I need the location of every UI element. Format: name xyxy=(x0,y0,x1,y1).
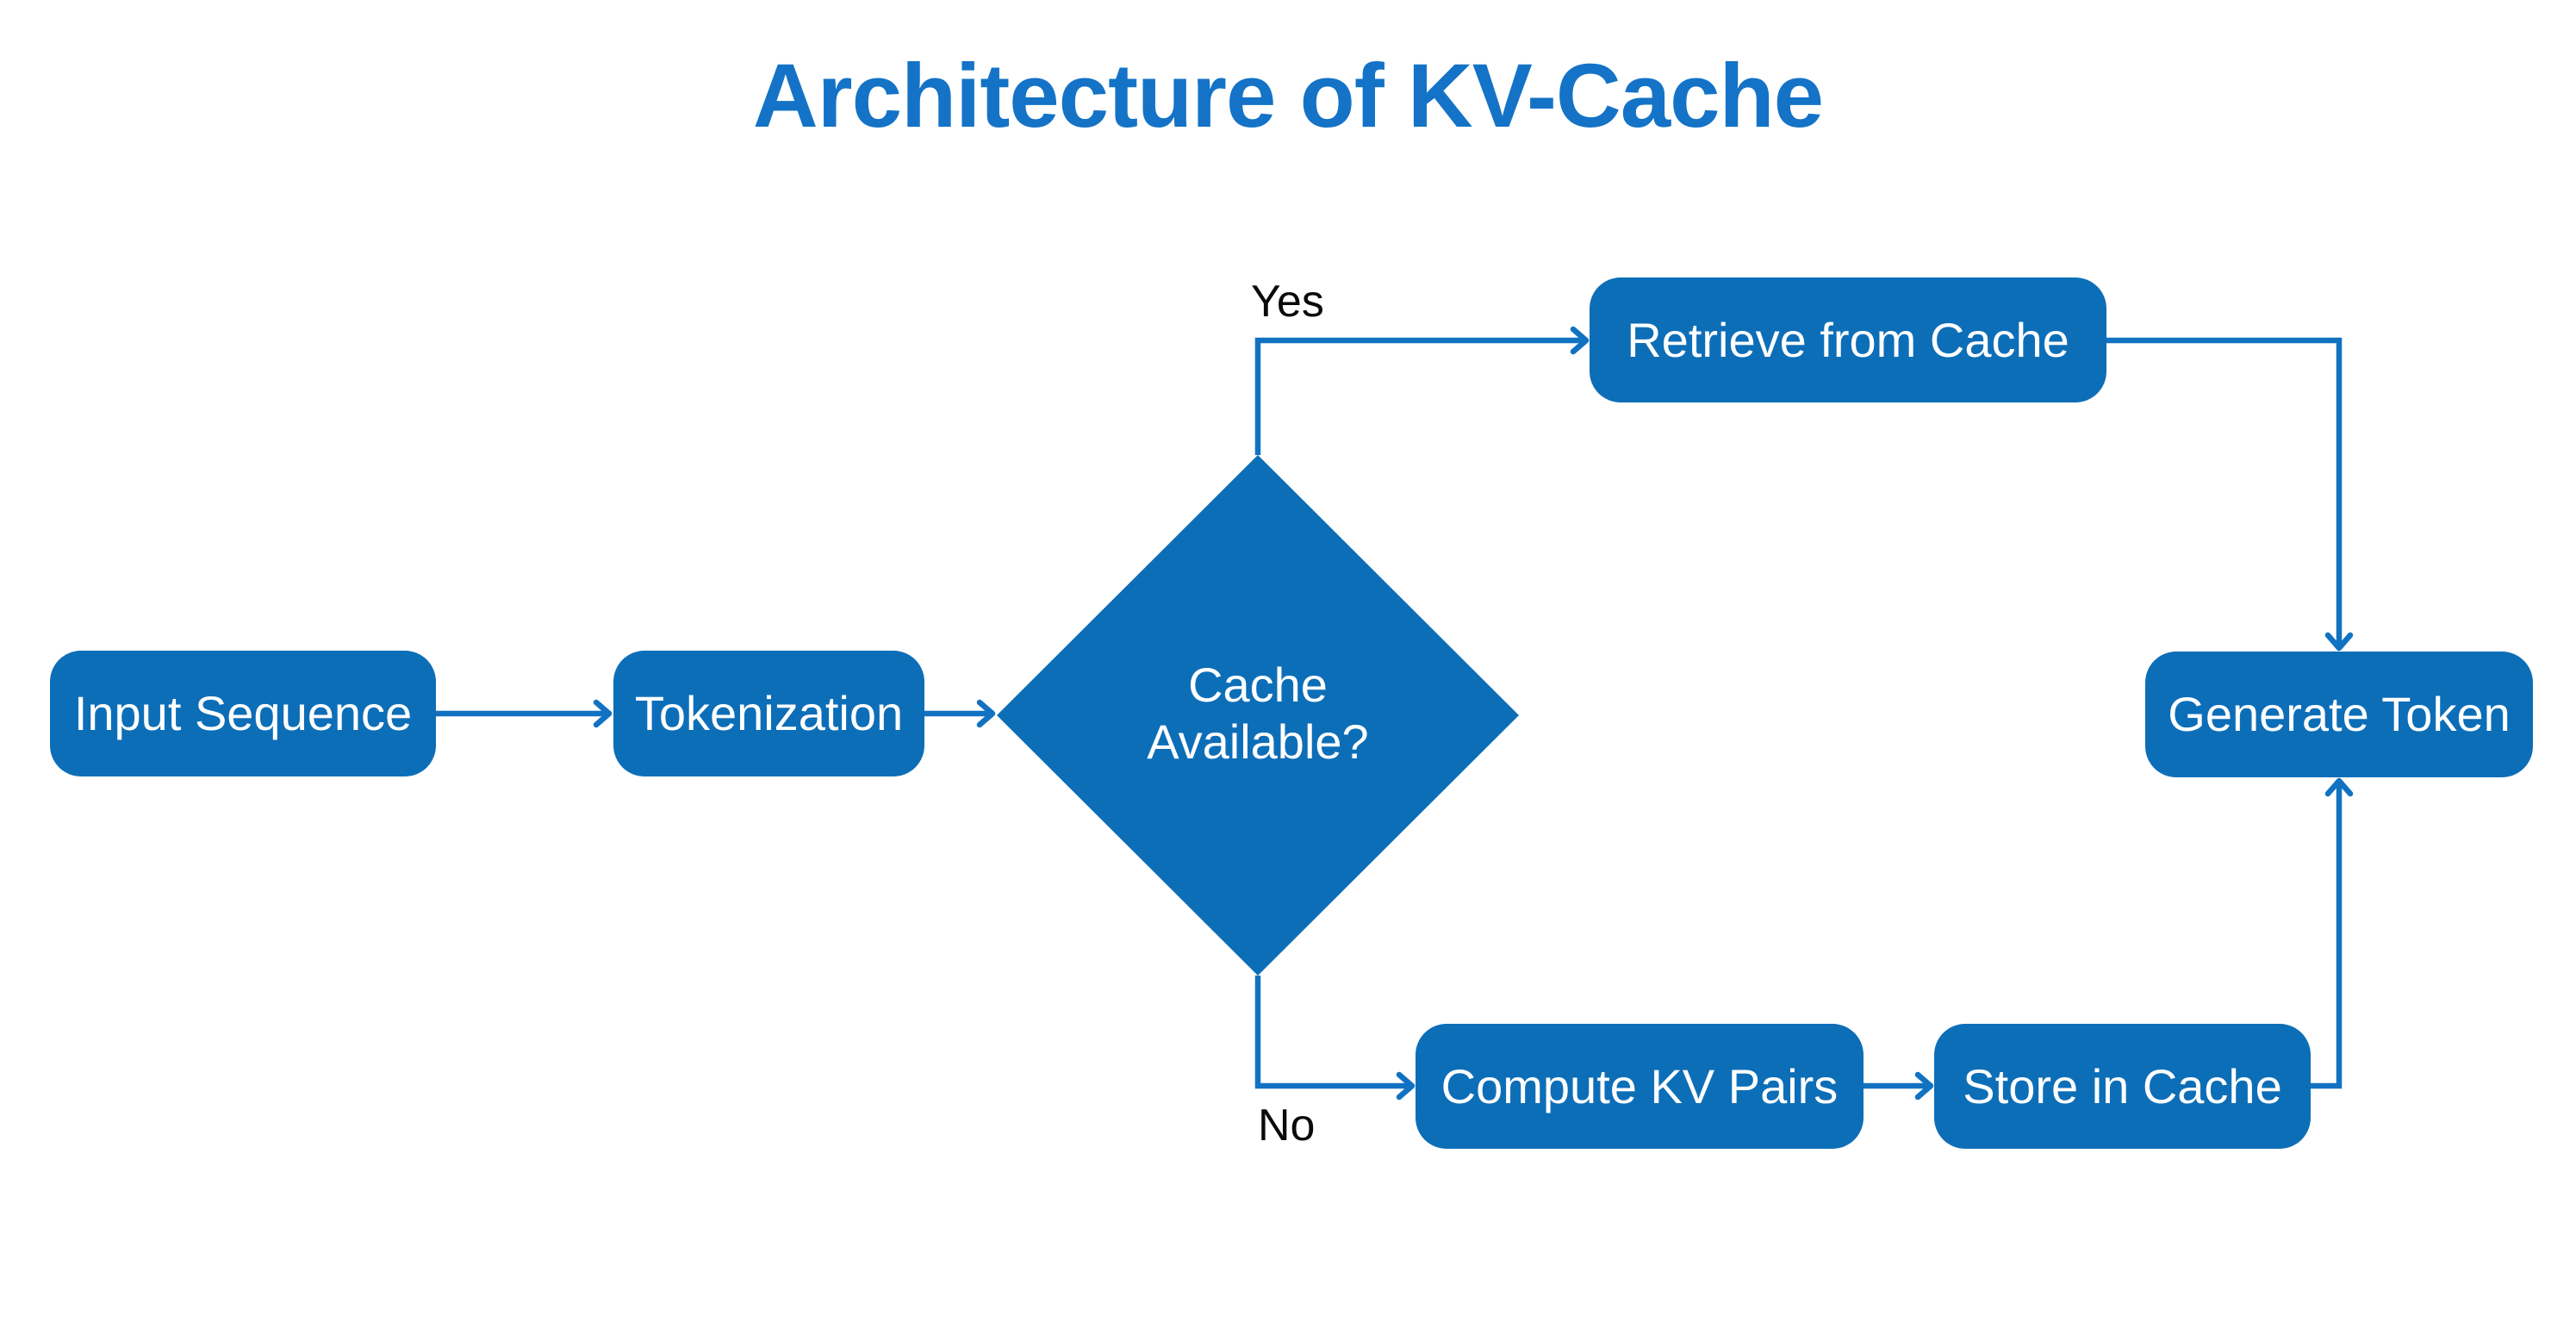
decision-diamond-shape xyxy=(997,455,1519,976)
node-retrieve-from-cache: Retrieve from Cache xyxy=(1590,277,2106,402)
node-tokenization-label: Tokenization xyxy=(634,686,904,741)
edge-decision-yes-to-retrieve xyxy=(1254,326,1590,455)
node-compute-kv-pairs: Compute KV Pairs xyxy=(1416,1024,1864,1149)
node-input-sequence: Input Sequence xyxy=(50,651,436,776)
node-store-in-cache: Store in Cache xyxy=(1934,1024,2311,1149)
node-retrieve-from-cache-label: Retrieve from Cache xyxy=(1627,312,2069,367)
node-input-sequence-label: Input Sequence xyxy=(73,686,413,741)
edge-label-no: No xyxy=(1258,1101,1316,1151)
diagram-title: Architecture of KV-Cache xyxy=(752,46,1824,147)
edge-decision-no-to-compute xyxy=(1254,976,1416,1101)
node-generate-token-label: Generate Token xyxy=(2168,687,2511,742)
edge-label-yes: Yes xyxy=(1251,277,1324,327)
node-cache-available: Cache Available? xyxy=(1042,657,1473,770)
node-tokenization: Tokenization xyxy=(613,651,924,776)
edge-retrieve-to-generate xyxy=(2106,337,2354,652)
edge-store-to-generate xyxy=(2311,777,2354,1089)
node-generate-token: Generate Token xyxy=(2145,652,2533,777)
node-cache-available-label-line1: Cache xyxy=(1188,658,1328,712)
node-compute-kv-pairs-label: Compute KV Pairs xyxy=(1440,1058,1839,1113)
node-store-in-cache-label: Store in Cache xyxy=(1963,1058,2282,1113)
node-cache-available-label-line2: Available? xyxy=(1147,714,1369,769)
